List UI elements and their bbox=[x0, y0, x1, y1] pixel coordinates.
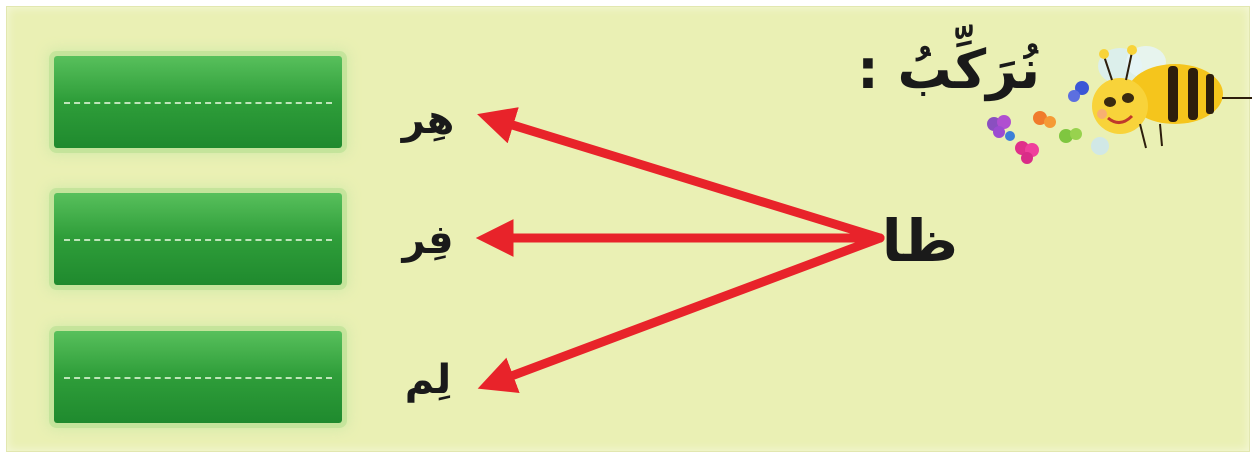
source-syllable: ظا bbox=[875, 212, 965, 270]
target-syllable-3: لِم bbox=[398, 360, 458, 400]
flowers-icon bbox=[987, 81, 1109, 164]
target-syllable-1: هِر bbox=[398, 100, 458, 140]
arrow-to-target-3 bbox=[506, 238, 880, 378]
bee-with-flowers-icon bbox=[970, 36, 1258, 176]
arrow-to-target-1 bbox=[506, 123, 880, 238]
target-syllable-2: فِر bbox=[398, 220, 458, 260]
